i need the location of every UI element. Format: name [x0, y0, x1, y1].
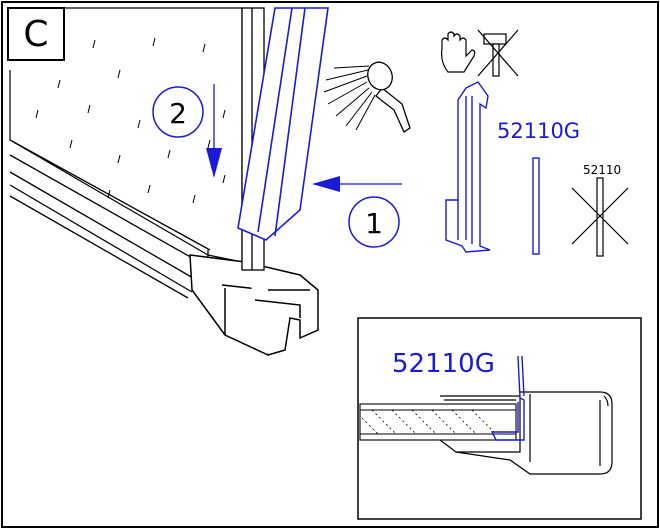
correct-part-label: 52110G — [497, 119, 580, 143]
detail-glass-section — [359, 403, 517, 441]
wrong-part-label: 52110 — [583, 163, 621, 177]
detail-part-label: 52110G — [392, 349, 495, 379]
step-letter: C — [23, 14, 48, 55]
step-letter-box: C — [7, 7, 65, 61]
shower-head-icon — [323, 61, 411, 133]
step-2-number: 2 — [169, 97, 187, 130]
correct-seal-profile — [445, 81, 491, 253]
hammer-prohibited-icon — [477, 29, 519, 77]
insert-arrow — [312, 176, 402, 192]
step-1-number: 1 — [365, 207, 383, 240]
detail-seal-profile — [490, 355, 525, 441]
hand-icon — [441, 31, 476, 73]
correct-seal-strip — [532, 157, 540, 255]
detail-inset: 52110G — [357, 317, 642, 520]
seal-profile-inserting — [237, 7, 329, 241]
bottom-rail — [9, 139, 211, 299]
step-1-badge: 1 — [348, 196, 400, 248]
step-2-badge: 2 — [152, 86, 204, 138]
end-cap-bracket — [189, 254, 319, 357]
detail-end-cap — [439, 391, 613, 475]
press-down-arrow — [206, 84, 222, 178]
wrong-part — [571, 177, 629, 257]
